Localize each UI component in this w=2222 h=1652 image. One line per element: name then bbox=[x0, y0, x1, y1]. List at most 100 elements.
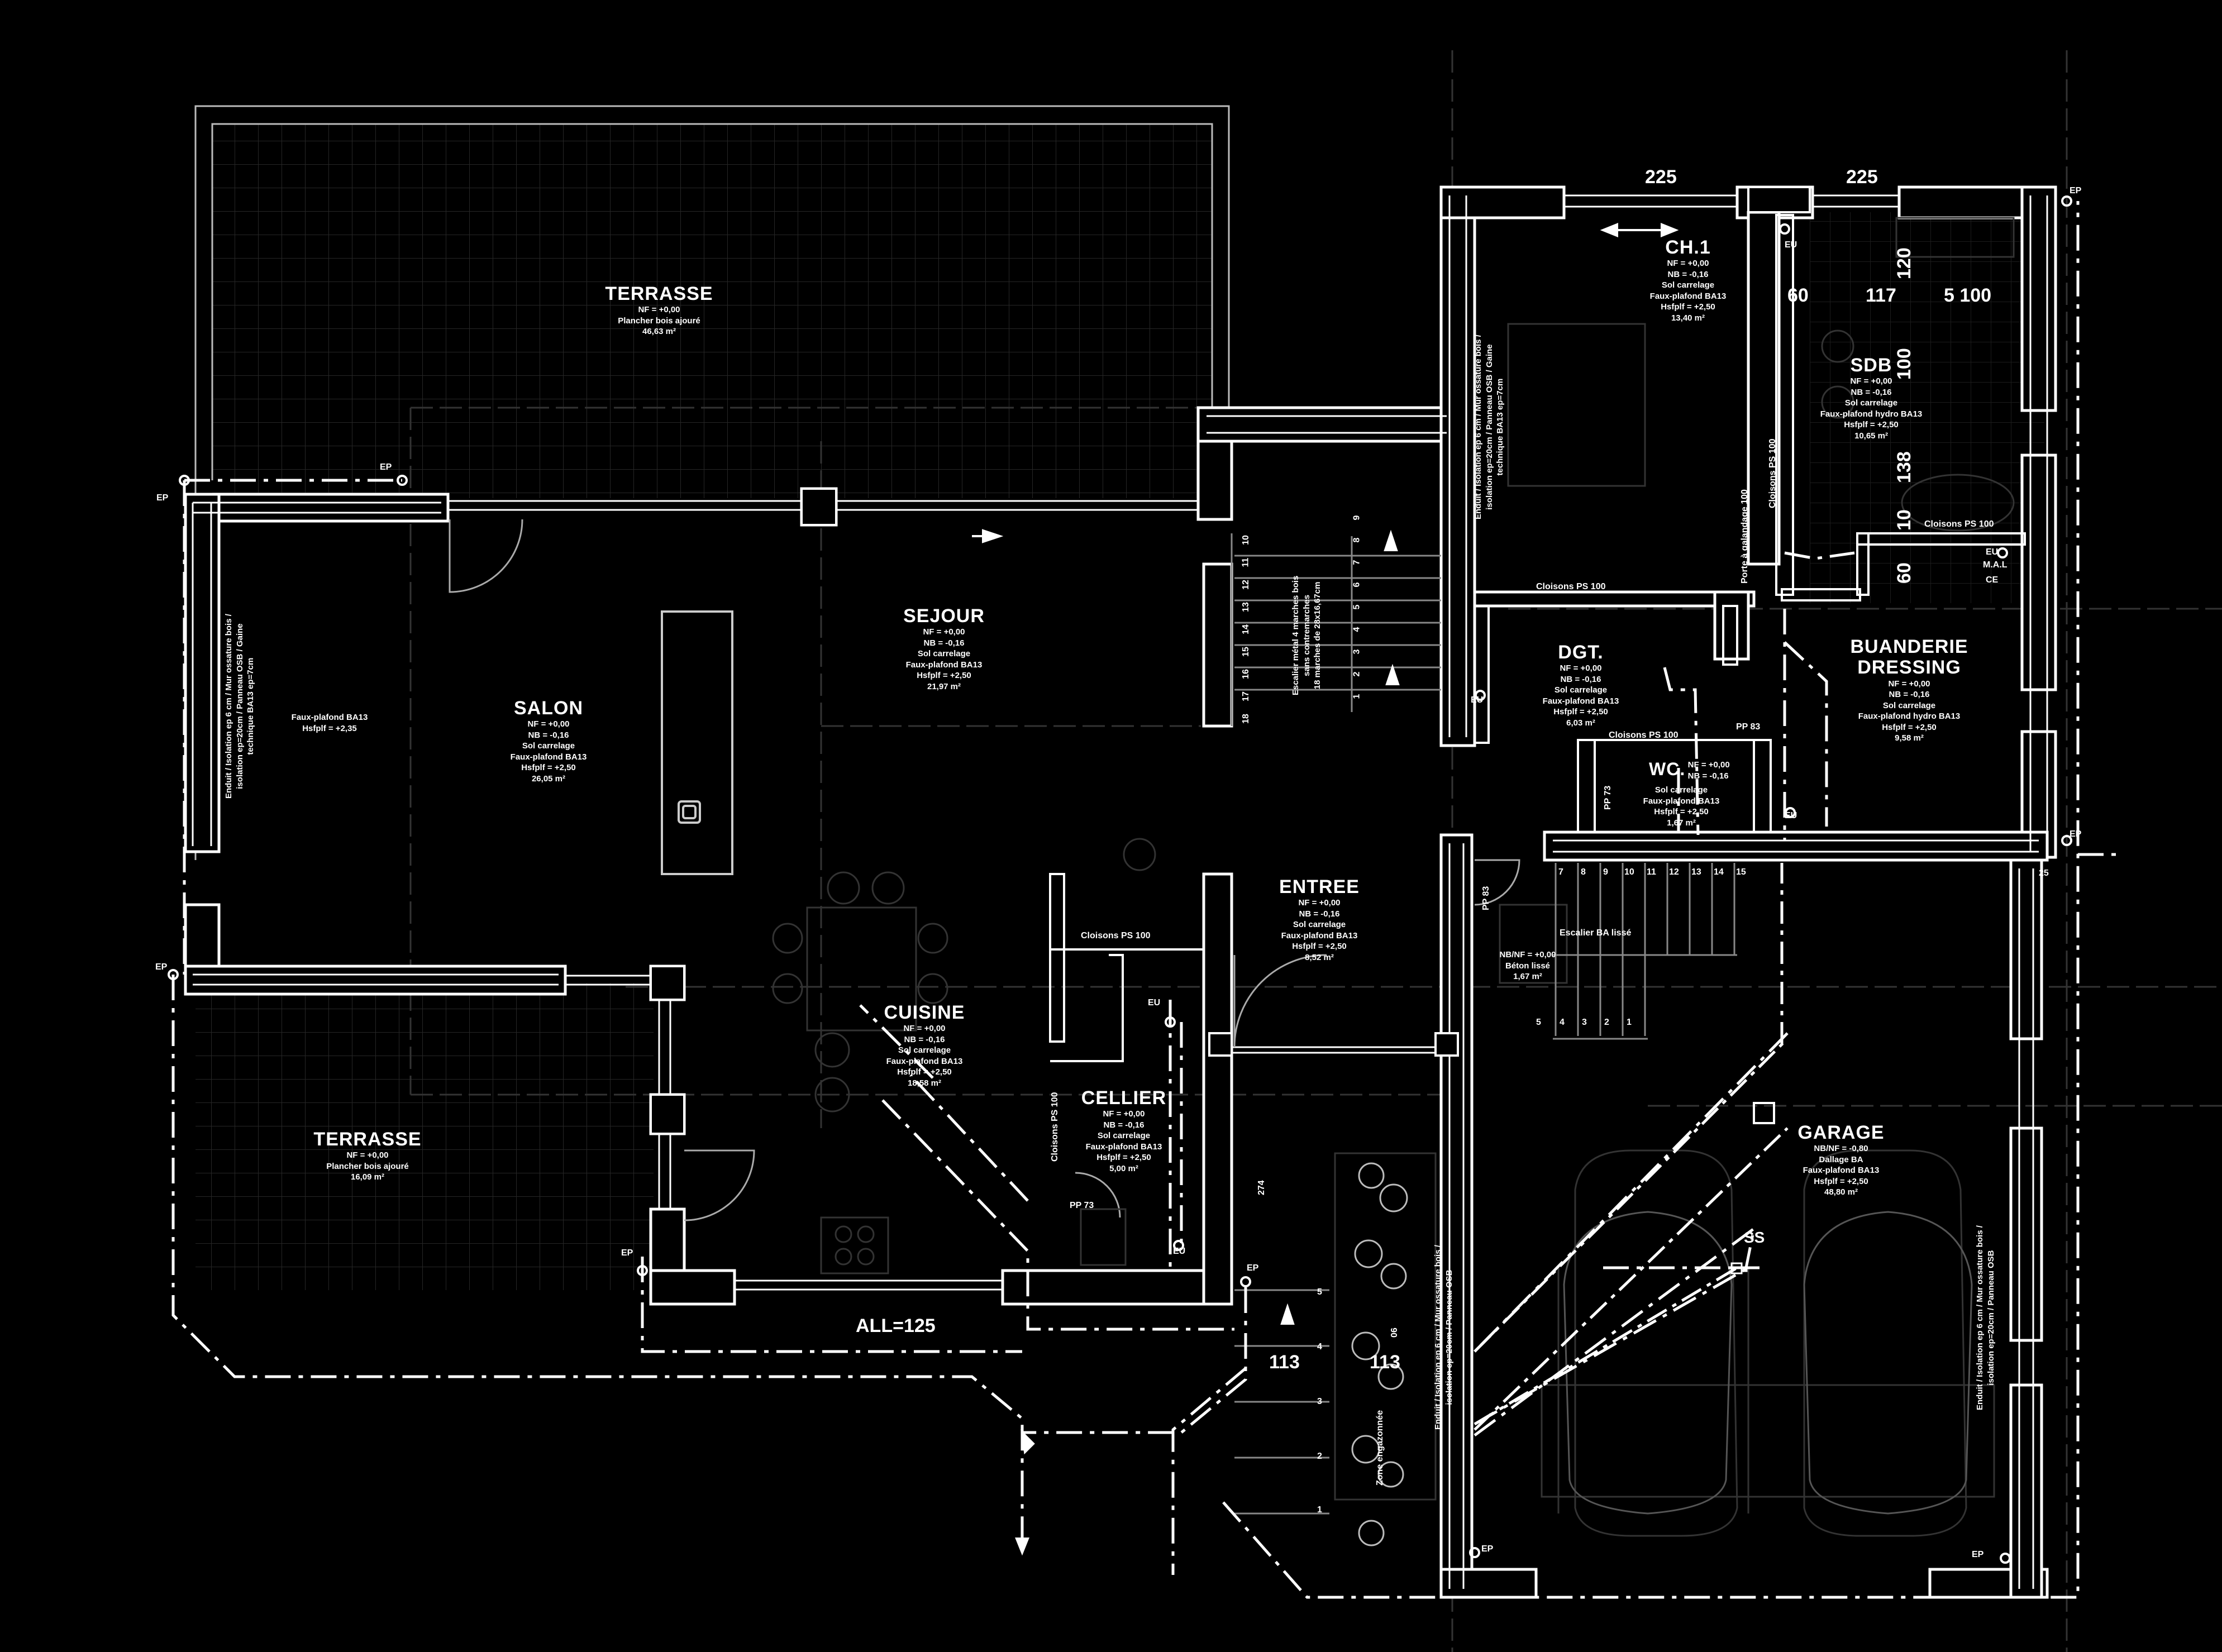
note-ss: SS bbox=[1744, 1229, 1765, 1246]
room-line: NF = +0,00 bbox=[1103, 1109, 1145, 1119]
note-line: isolation ep=20cm / Panneau OSB / Gaine bbox=[1484, 344, 1494, 510]
room-name: SDB bbox=[1850, 355, 1892, 376]
stair-number: 11 bbox=[1241, 557, 1251, 567]
room-buanderie: BUANDERIE DRESSING NF = +0,00 NB = -0,16… bbox=[1850, 636, 1968, 744]
room-area: 16,09 m² bbox=[350, 1172, 385, 1182]
stair-number: 6 bbox=[1352, 582, 1362, 588]
dimension-138: 138 bbox=[1894, 451, 1915, 483]
shrub-icons bbox=[1351, 1162, 1408, 1546]
room-line: NF = +0,00 bbox=[1850, 376, 1892, 386]
note-cloisons-cellier-vertical: Cloisons PS 100 bbox=[1050, 1092, 1060, 1162]
wall-note-garage-right: Enduit / Isolation ep 6 cm / Mur ossatur… bbox=[1975, 1225, 1996, 1410]
room-line: NF = +0,00 bbox=[1560, 663, 1602, 674]
room-line: Sol carrelage bbox=[1554, 685, 1608, 695]
note-line: Escalier métal 4 marches bois bbox=[1291, 575, 1300, 695]
stair-number: 18 bbox=[1241, 714, 1251, 724]
room-line: NB = -0,16 bbox=[1851, 387, 1892, 397]
room-cellier: CELLIER NF = +0,00 NB = -0,16 Sol carrel… bbox=[1081, 1087, 1166, 1174]
room-terrasse-bottom: TERRASSE NF = +0,00 Plancher bois ajouré… bbox=[313, 1129, 421, 1183]
note-pp73-cellier: PP 73 bbox=[1070, 1201, 1094, 1210]
room-line: Hsfplf = +2,50 bbox=[1661, 302, 1715, 312]
ep-label: EP bbox=[156, 493, 169, 503]
room-name: SALON bbox=[514, 698, 583, 719]
room-line: Hsfplf = +2,50 bbox=[1292, 942, 1347, 952]
stair-number: 14 bbox=[1241, 624, 1251, 634]
room-line: NF = +0,00 bbox=[1687, 760, 1730, 770]
direction-arrows bbox=[972, 223, 1679, 1556]
room-line: Sol carrelage bbox=[522, 741, 575, 751]
room-sdb: SDB NF = +0,00 NB = -0,16 Sol carrelage … bbox=[1820, 355, 1923, 441]
room-line: NB = -0,16 bbox=[1103, 1120, 1145, 1130]
room-line: Béton lissé bbox=[1505, 961, 1551, 971]
room-salon: SALON NF = +0,00 NB = -0,16 Sol carrelag… bbox=[511, 698, 587, 784]
room-sejour: SEJOUR NF = +0,00 NB = -0,16 Sol carrela… bbox=[903, 605, 985, 692]
room-line: Faux-plafond BA13 bbox=[886, 1056, 963, 1066]
room-beton-note: NB/NF = +0,00 Béton lissé 1,67 m² bbox=[1500, 949, 1556, 982]
room-level: NF = +0,00 bbox=[638, 305, 680, 315]
slope-lines bbox=[1474, 863, 1789, 1431]
stair-number: 9 bbox=[1352, 515, 1362, 521]
room-line: Faux-plafond hydro BA13 bbox=[1820, 409, 1923, 419]
room-line: Sol carrelage bbox=[917, 649, 971, 659]
room-line: Faux-plafond BA13 bbox=[291, 713, 368, 722]
ep-label: EP bbox=[155, 962, 168, 972]
room-name: TERRASSE bbox=[313, 1129, 422, 1150]
dimension-113-right: 113 bbox=[1370, 1352, 1400, 1373]
room-line: Hsfplf = +2,35 bbox=[302, 723, 357, 733]
room-area: 21,97 m² bbox=[927, 681, 961, 691]
ep-label: EP bbox=[2070, 186, 2082, 195]
room-terrasse-top: TERRASSE NF = +0,00 Plancher bois ajouré… bbox=[605, 283, 713, 337]
note-line: Enduit / Isolation ep 6 cm / Mur ossatur… bbox=[224, 614, 233, 799]
room-line: Dallage BA bbox=[1819, 1154, 1863, 1164]
eu-label: EU bbox=[1785, 811, 1797, 820]
dimension-top-right: 225 bbox=[1846, 166, 1878, 188]
note-cloisons-sdb-vertical: Cloisons PS 100 bbox=[1768, 438, 1777, 509]
note-escalier-metal: Escalier métal 4 marches bois sans contr… bbox=[1290, 576, 1323, 695]
room-line: Sol carrelage bbox=[1844, 398, 1898, 408]
note-line: Enduit / Isolation ep 6 cm / Mur ossatur… bbox=[1474, 335, 1483, 519]
room-line: Faux-plafond BA13 bbox=[510, 752, 587, 762]
stair-number: 3 bbox=[1582, 1018, 1587, 1027]
dimension-274: 274 bbox=[1257, 1180, 1266, 1195]
room-line: NB/NF = +0,00 bbox=[1499, 950, 1556, 959]
room-line: Faux-plafond BA13 bbox=[1281, 930, 1358, 940]
wall-hatching bbox=[192, 195, 2048, 1589]
room-line: Faux-plafond BA13 bbox=[1643, 796, 1720, 806]
eu-label: EU bbox=[1173, 1247, 1186, 1256]
stair-number: 11 bbox=[1647, 867, 1656, 877]
note-line: Enduit / Isolation ep 6 cm / Mur ossatur… bbox=[1433, 1245, 1443, 1430]
room-dgt: DGT. NF = +0,00 NB = -0,16 Sol carrelage… bbox=[1543, 642, 1619, 728]
stair-number: 15 bbox=[1736, 867, 1746, 877]
room-wc-details: Sol carrelage Faux-plafond BA13 Hsfplf =… bbox=[1643, 785, 1720, 828]
room-name: BUANDERIE bbox=[1850, 636, 1968, 657]
room-area: 1,67 m² bbox=[1667, 818, 1696, 828]
stair-number: 17 bbox=[1241, 691, 1251, 701]
eu-label: EU bbox=[1986, 547, 1999, 557]
note-porte-galandage: Porte à galandage 100 bbox=[1740, 489, 1749, 584]
ep-markers bbox=[168, 195, 2072, 1564]
room-line: Faux-plafond BA13 bbox=[1649, 291, 1727, 301]
note-line: technique BA13 ep=7cm bbox=[1495, 378, 1505, 476]
room-ch1: CH.1 NF = +0,00 NB = -0,16 Sol carrelage… bbox=[1650, 237, 1727, 323]
room-area: 46,63 m² bbox=[642, 327, 676, 337]
room-line: Faux-plafond hydro BA13 bbox=[1858, 712, 1961, 722]
room-area: 5,00 m² bbox=[1109, 1163, 1138, 1173]
dimension-100: 100 bbox=[1894, 348, 1915, 380]
note-line: isolation ep=20cm / Panneau OSB / Gaine bbox=[235, 623, 245, 789]
stair-number: 3 bbox=[1352, 649, 1362, 655]
room-line: Hsfplf = +2,50 bbox=[521, 763, 576, 773]
room-name: WC. bbox=[1649, 759, 1686, 779]
room-line: NB = -0,16 bbox=[923, 638, 965, 648]
dimension-5100: 5 100 bbox=[1944, 285, 1992, 306]
room-line: Faux-plafond BA13 bbox=[1542, 696, 1619, 706]
kitchen-island bbox=[661, 610, 733, 875]
room-line: Faux-plafond BA13 bbox=[1803, 1166, 1880, 1176]
dimension-10: 10 bbox=[1894, 509, 1915, 531]
stair-number: 2 bbox=[1604, 1018, 1609, 1027]
room-area: 10,65 m² bbox=[1854, 431, 1889, 441]
room-line: Faux-plafond BA13 bbox=[905, 660, 983, 670]
room-area: 13,40 m² bbox=[1671, 313, 1705, 323]
room-line: Sol carrelage bbox=[1293, 920, 1346, 930]
note-line: Enduit / Isolation ep 6 cm / Mur ossatur… bbox=[1975, 1225, 1985, 1410]
